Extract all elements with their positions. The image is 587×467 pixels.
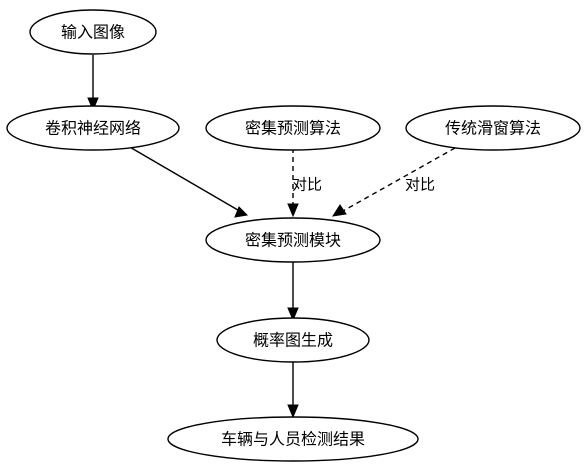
node-input-image: 输入图像 — [29, 9, 157, 55]
node-dense-algo-shape — [205, 105, 381, 151]
node-prob-map-shape — [216, 317, 370, 363]
node-result: 车辆与人员检测结果 — [167, 416, 419, 462]
arrowhead-dense-module-to-prob-map — [287, 307, 299, 322]
node-sliding-window-label: 传统滑窗算法 — [445, 119, 541, 138]
node-prob-map-label: 概率图生成 — [253, 331, 333, 350]
node-cnn: 卷积神经网络 — [6, 105, 180, 151]
arrowhead-input-to-cnn — [87, 97, 99, 112]
node-result-shape — [167, 416, 419, 462]
edge-label-compare-1: 对比 — [292, 176, 322, 194]
node-prob-map: 概率图生成 — [216, 317, 370, 363]
arrowhead-cnn-to-dense-module — [234, 206, 249, 218]
edges — [87, 55, 456, 419]
node-sliding-window-shape — [405, 105, 581, 151]
edge-cnn-to-dense-module — [127, 145, 244, 214]
node-dense-module: 密集预测模块 — [205, 217, 381, 263]
arrowhead-prob-map-to-result — [287, 404, 299, 419]
node-dense-module-label: 密集预测模块 — [245, 231, 341, 250]
edge-label-compare-2: 对比 — [405, 176, 435, 194]
edge-sliding-window-to-dense-module — [342, 147, 456, 212]
node-dense-module-shape — [205, 217, 381, 263]
node-result-label: 车辆与人员检测结果 — [221, 430, 365, 449]
node-sliding-window: 传统滑窗算法 — [405, 105, 581, 151]
node-cnn-label: 卷积神经网络 — [45, 119, 141, 138]
node-cnn-shape — [6, 105, 180, 151]
arrowhead-sliding-window-to-dense-module — [331, 204, 347, 217]
node-dense-algo: 密集预测算法 — [205, 105, 381, 151]
node-input-image-label: 输入图像 — [61, 23, 125, 42]
arrowhead-dense-algo-to-dense-module — [287, 203, 299, 218]
node-dense-algo-label: 密集预测算法 — [245, 119, 341, 138]
node-input-image-shape — [29, 9, 157, 55]
